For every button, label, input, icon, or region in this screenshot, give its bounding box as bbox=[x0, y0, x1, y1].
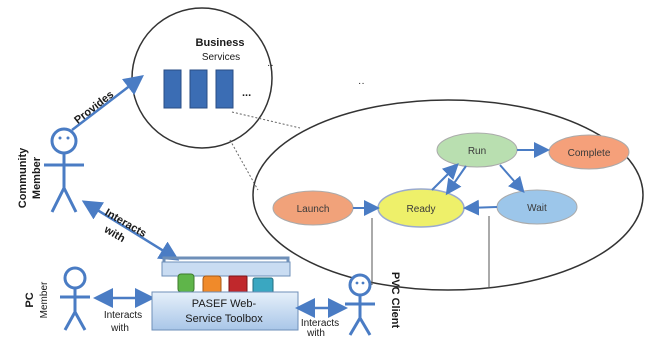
business-services-label-line1: Business bbox=[196, 37, 245, 49]
pc-member-actor bbox=[60, 266, 90, 331]
pc-member-leg-left bbox=[63, 311, 77, 331]
edge-interacts-pvc-client-label-line2: with bbox=[306, 328, 325, 337]
pc-member-label-line1: PC bbox=[24, 292, 36, 307]
service-box-2 bbox=[189, 69, 208, 109]
service-ellipsis: ... bbox=[242, 87, 251, 99]
service-box-1 bbox=[163, 69, 182, 109]
toolbox-item-red bbox=[228, 275, 248, 294]
state-wait-label: Wait bbox=[527, 203, 547, 214]
community-member-head bbox=[50, 127, 78, 155]
state-machine-ellipse bbox=[252, 99, 644, 291]
edge-provides bbox=[71, 74, 144, 131]
service-box-3 bbox=[215, 69, 234, 109]
toolbox: PASEF Web- Service Toolbox bbox=[151, 256, 299, 331]
pc-member-leg-right bbox=[73, 311, 87, 331]
pvc-client-actor bbox=[345, 273, 375, 336]
pvc-client-leg-right bbox=[358, 317, 372, 336]
state-wait: Wait bbox=[496, 189, 578, 225]
pc-member-label-line2: Member bbox=[39, 281, 50, 318]
state-complete: Complete bbox=[548, 134, 630, 170]
community-member-leg-left bbox=[50, 187, 66, 213]
state-ready: Ready bbox=[377, 188, 465, 228]
state-launch: Launch bbox=[272, 190, 354, 226]
edge-provides-label: Provides bbox=[72, 89, 116, 127]
pvc-client-label: PVC Client bbox=[389, 272, 401, 329]
state-ready-label: Ready bbox=[407, 204, 436, 215]
edge-ready-run bbox=[431, 163, 459, 191]
edge-run-wait bbox=[499, 164, 525, 194]
pvc-client-leg-left bbox=[348, 317, 362, 336]
state-launch-label: Launch bbox=[297, 204, 330, 215]
dots-b: ·· bbox=[358, 78, 365, 89]
pvc-client-head bbox=[348, 273, 372, 297]
edge-interacts-community bbox=[81, 200, 180, 261]
dots-a: ·· bbox=[267, 60, 274, 71]
edge-run-ready bbox=[445, 165, 467, 196]
community-member-label-line1: Community bbox=[17, 147, 29, 208]
pc-member-head bbox=[63, 266, 87, 290]
community-member-actor bbox=[44, 127, 84, 213]
edge-wait-ready bbox=[463, 199, 498, 216]
business-services-group: Business Services ... ·· ·· bbox=[131, 7, 365, 149]
toolbox-label-line2: Service Toolbox bbox=[185, 313, 263, 325]
edge-interacts-pvc-client-label-line1: Interacts bbox=[301, 318, 339, 329]
edge-interacts-pc-member-label-line2: with bbox=[110, 323, 129, 334]
community-member-face bbox=[58, 136, 70, 140]
toolbox-item-green bbox=[177, 273, 195, 293]
toolbox-item-orange bbox=[202, 275, 222, 295]
state-run-label: Run bbox=[468, 146, 486, 157]
community-member-leg-right bbox=[62, 187, 78, 213]
toolbox-body bbox=[151, 291, 299, 331]
toolbox-label-line1: PASEF Web- bbox=[192, 298, 257, 310]
state-run: Run bbox=[436, 132, 518, 168]
community-member-label-line2: Member bbox=[31, 156, 43, 199]
state-complete-label: Complete bbox=[568, 148, 611, 159]
business-services-label-line2: Services bbox=[202, 52, 240, 63]
toolbox-lid bbox=[161, 261, 291, 277]
dotted-connector-1 bbox=[229, 139, 259, 191]
pvc-client-face bbox=[355, 281, 365, 285]
edge-interacts-pc-member-label-line1: Interacts bbox=[104, 310, 142, 321]
